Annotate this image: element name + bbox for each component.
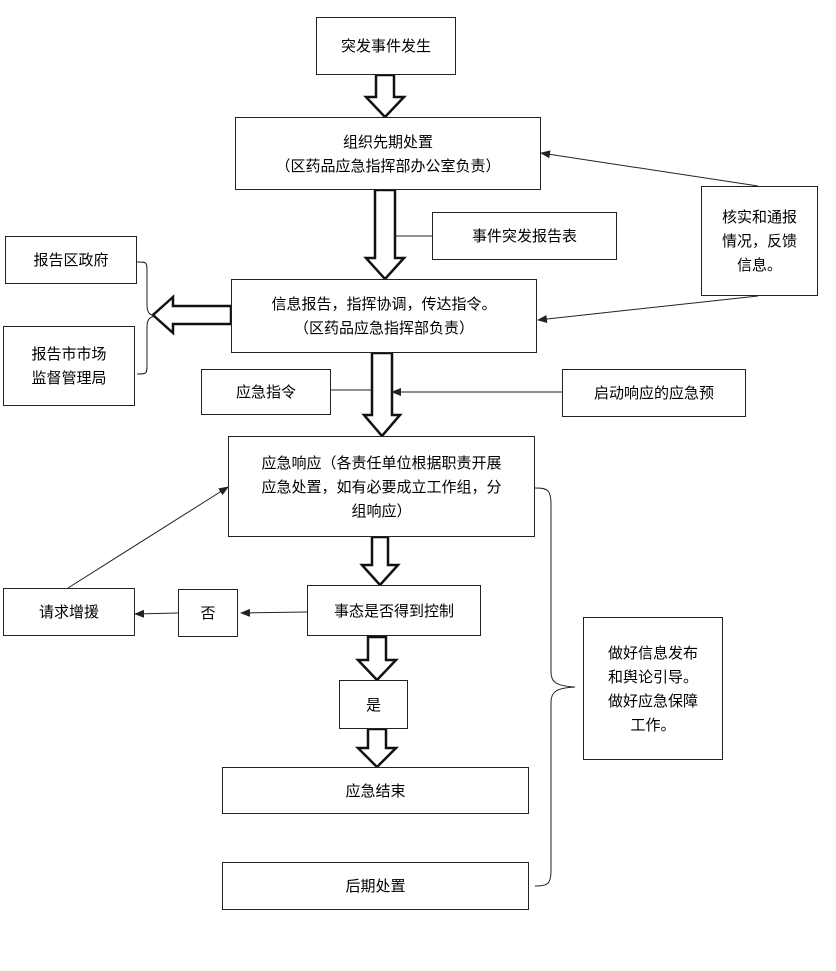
no-to-request bbox=[134, 609, 179, 618]
block-arrow-left bbox=[151, 294, 233, 336]
block-arrow-2 bbox=[363, 188, 407, 281]
verify-to-info bbox=[537, 295, 759, 324]
node-event: 突发事件发生 bbox=[316, 17, 456, 75]
node-response: 应急响应（各责任单位根据职责开展 应急处置，如有必要成立工作组，分 组响应） bbox=[228, 436, 535, 537]
block-arrow-6 bbox=[354, 727, 400, 769]
node-order: 应急指令 bbox=[201, 369, 331, 415]
block-arrow-4 bbox=[359, 535, 401, 587]
node-start-plan: 启动响应的应急预 bbox=[562, 369, 746, 417]
aftermath-brace bbox=[534, 487, 576, 887]
block-arrow-1 bbox=[363, 73, 407, 119]
node-request-support: 请求增援 bbox=[3, 588, 135, 636]
node-initial-handling: 组织先期处置 （区药品应急指挥部办公室负责） bbox=[235, 117, 541, 190]
node-no: 否 bbox=[178, 589, 238, 637]
report-bracket bbox=[136, 261, 156, 375]
controlled-to-no bbox=[240, 608, 308, 617]
block-arrow-3 bbox=[361, 351, 403, 438]
node-yes: 是 bbox=[339, 680, 408, 729]
node-info-report: 信息报告，指挥协调，传达指令。 （区药品应急指挥部负责） bbox=[231, 279, 537, 353]
node-aftermath: 后期处置 bbox=[222, 862, 529, 910]
node-report-gov: 报告区政府 bbox=[5, 236, 137, 284]
node-publicity: 做好信息发布 和舆论引导。 做好应急保障 工作。 bbox=[583, 617, 723, 760]
block-arrow-5 bbox=[355, 635, 399, 682]
verify-to-initial bbox=[540, 150, 759, 187]
request-to-response bbox=[67, 486, 229, 589]
node-report-market: 报告市市场 监督管理局 bbox=[3, 326, 135, 406]
node-report-form: 事件突发报告表 bbox=[432, 212, 617, 260]
node-verify: 核实和通报 情况，反馈 信息。 bbox=[701, 186, 818, 296]
node-controlled-decision: 事态是否得到控制 bbox=[307, 585, 481, 636]
node-end: 应急结束 bbox=[222, 767, 529, 814]
